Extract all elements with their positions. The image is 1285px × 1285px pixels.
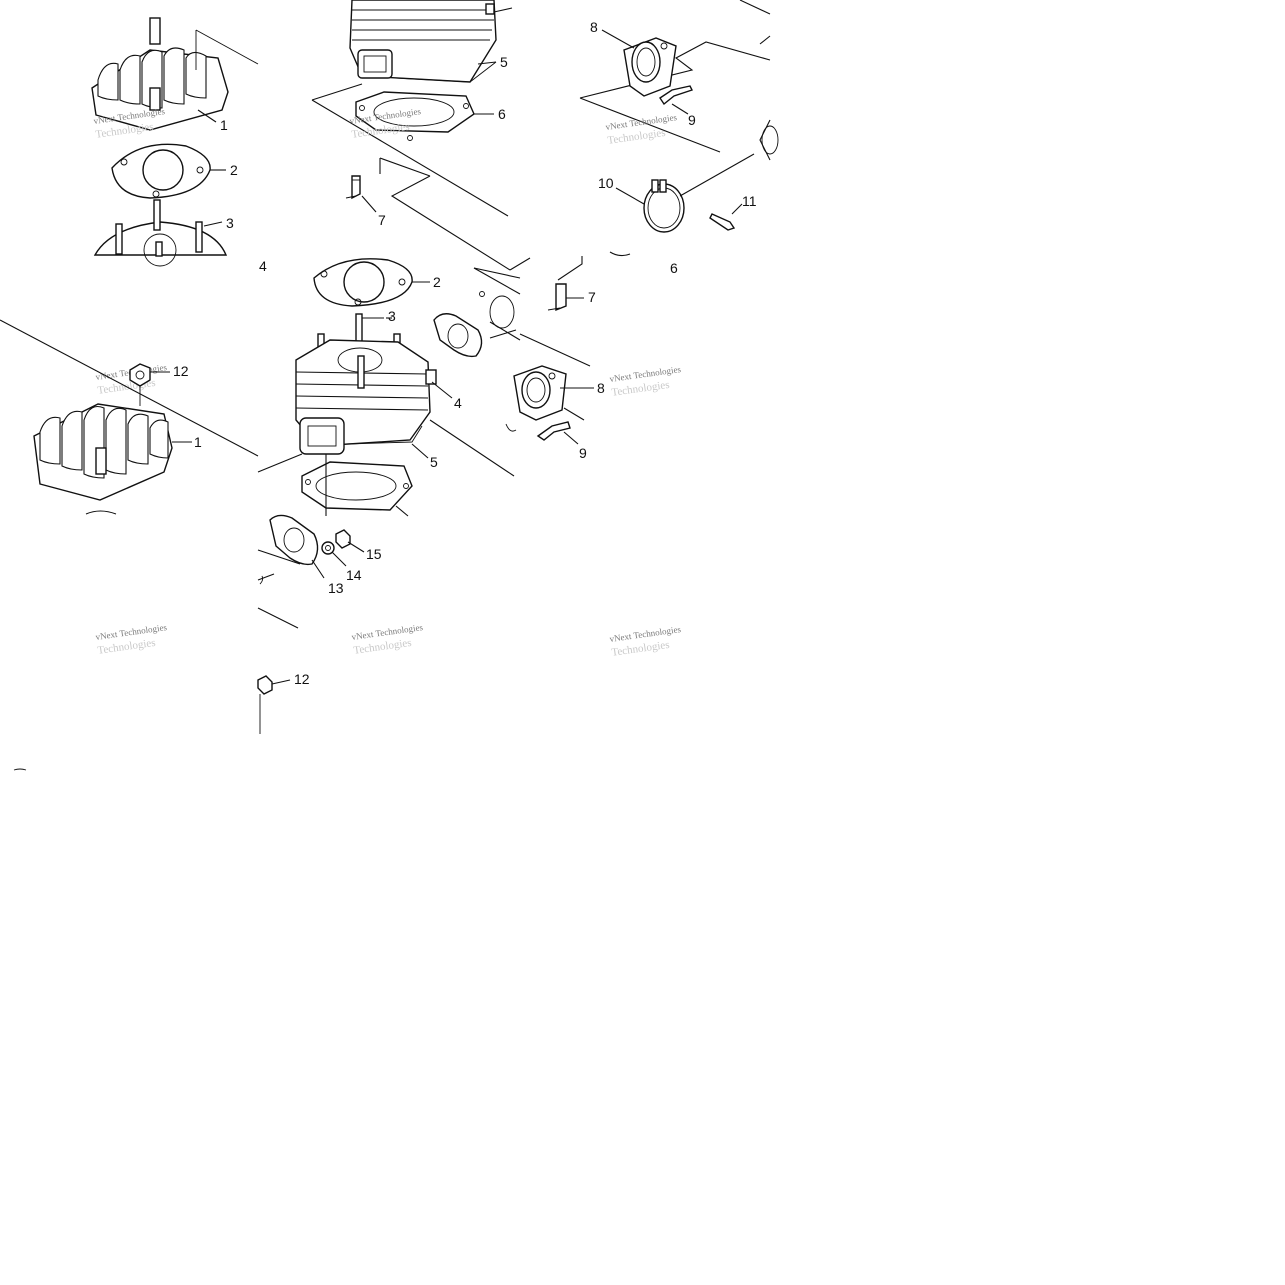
base-gasket-top — [355, 91, 475, 141]
svg-text:vNext Technologies: vNext Technologies — [351, 622, 424, 642]
bolt-middle — [536, 407, 585, 441]
head-gasket-middle — [313, 258, 413, 307]
callout-1: 1 — [220, 117, 228, 133]
callout-2: 2 — [230, 162, 238, 178]
callout-9b: 9 — [579, 445, 587, 461]
callout-3: 3 — [226, 215, 234, 231]
callout-5b: 5 — [430, 454, 438, 470]
callout-8: 8 — [590, 19, 598, 35]
cylinder-top — [349, 0, 497, 83]
exhaust-gasket-upper — [433, 313, 483, 358]
callout-3b: 3 — [388, 308, 396, 324]
hose-clamp — [643, 179, 685, 233]
callout-12: 12 — [173, 363, 189, 379]
bolt-top — [659, 85, 693, 106]
callout-9: 9 — [688, 112, 696, 128]
head-nut — [129, 363, 151, 406]
callout-1b: 1 — [194, 434, 202, 450]
callout-13: 13 — [328, 580, 344, 596]
callout-6: 6 — [498, 106, 506, 122]
svg-text:vNext Technologies: vNext Technologies — [605, 112, 678, 132]
pulse-fitting-top — [345, 175, 361, 200]
cylinder-head-top — [91, 17, 259, 131]
callout-5: 5 — [500, 54, 508, 70]
svg-text:vNext Technologies: vNext Technologies — [95, 622, 168, 642]
washer — [321, 541, 335, 555]
svg-text:vNext Technologies: vNext Technologies — [609, 364, 682, 384]
base-gasket-middle — [301, 461, 413, 511]
svg-text:vNext Technologies: vNext Technologies — [609, 624, 682, 644]
exhaust-ring — [479, 291, 515, 329]
exhaust-flange — [269, 514, 319, 566]
callout-14: 14 — [346, 567, 362, 583]
callout-10: 10 — [598, 175, 614, 191]
clamp-screw — [709, 213, 736, 231]
callout-2b: 2 — [433, 274, 441, 290]
cylinder-head-middle — [33, 403, 173, 501]
pulse-fitting-right — [547, 283, 567, 312]
callout-4b: 4 — [454, 395, 462, 411]
callout-4: 4 — [259, 258, 267, 274]
head-gasket-top — [111, 143, 211, 199]
callout-6b: 6 — [670, 260, 678, 276]
intake-adapter-middle — [505, 365, 567, 432]
head-nut-bottom — [257, 675, 273, 734]
callout-15: 15 — [366, 546, 382, 562]
cylinder-middle — [295, 313, 437, 455]
intake-adapter-top — [623, 37, 677, 97]
callout-7b: 7 — [588, 289, 596, 305]
callout-8b: 8 — [597, 380, 605, 396]
flange-nut — [335, 529, 351, 549]
cylinder-studs-top — [93, 199, 228, 267]
callout-11: 11 — [742, 193, 757, 209]
callout-7: 7 — [378, 212, 386, 228]
callout-12b: 12 — [294, 671, 310, 687]
